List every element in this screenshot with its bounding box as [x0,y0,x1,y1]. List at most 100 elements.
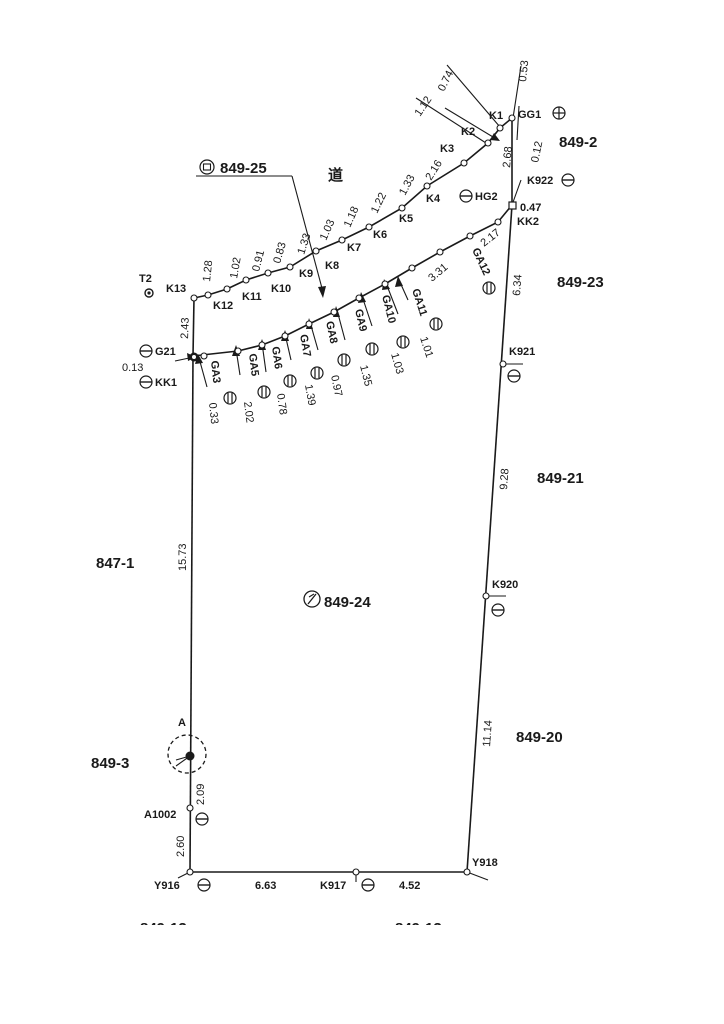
label-k4: K4 [426,193,441,205]
dim-r-928: 9.28 [498,468,511,490]
monument-ga7-icon [310,366,324,380]
monument-ga8-icon [337,353,351,367]
lot-849-2-label: 849-2 [559,134,597,151]
tick-k2 [415,97,487,144]
monument-ga6-icon [283,374,297,388]
vertex-a1002 [186,804,194,812]
tick-gg1 [516,105,520,141]
dim-ga-202: 2.02 [241,401,256,424]
label-k922: K922 [527,175,553,187]
lot-849-23-label: 849-23 [557,274,604,291]
dim-ga-103: 1.03 [388,352,405,376]
label-ga10: GA10 [379,294,398,325]
vertex-k4 [423,182,431,190]
dim-r-1114: 11.14 [481,720,495,747]
dim-ga-135: 1.35 [357,364,374,388]
label-k917: K917 [320,880,346,892]
lot-labels: 849-24 849-25 道 849-2 849-23 849-21 849-… [91,134,604,937]
vertex-ga7 [305,320,313,328]
label-gg1: GG1 [518,109,541,121]
boundary-kk1-k13 [192,297,195,357]
vertex-k1 [508,114,516,122]
label-ga9: GA9 [352,308,369,333]
dim-l-243: 2.43 [179,317,192,339]
label-k7: K7 [347,242,361,254]
point-a-dot [185,751,195,761]
leader-849-25 [196,175,326,298]
vertex-k920 [482,592,490,600]
label-k8: K8 [325,260,339,272]
dim-l-209: 2.09 [195,784,207,805]
dim-l-1573: 15.73 [177,543,189,571]
monuments [139,106,575,892]
dim-ga-331: 3.31 [426,261,450,284]
label-y918: Y918 [472,857,498,869]
label-ga3: GA3 [208,360,222,384]
dim-k-122: 1.22 [369,191,389,216]
vertex-k8 [312,247,320,255]
parcel-boundary [189,117,513,873]
lot-road-label: 849-25 [220,160,267,177]
dim-r-012: 0.12 [529,140,545,163]
monument-a1002-icon [195,812,209,826]
monument-ga11-icon [429,317,443,331]
point-labels: K1 K2 K3 K4 K5 K6 K7 K8 K9 K10 K11 K12 K… [139,109,553,892]
tick-k922 [511,179,522,206]
arrow-k2 [444,107,499,141]
monument-y916-icon [197,878,211,892]
point-a-marker [167,734,207,774]
lot-849-24-symbol-icon [303,590,321,608]
label-k1: K1 [489,110,503,122]
vertex-k921 [499,360,507,368]
dim-ga-033: 0.33 [206,402,220,425]
cut-off-lot-labels: 849-13 849-13 [140,920,442,937]
dim-k-216: 2.16 [423,158,445,183]
label-g21: G21 [155,346,176,358]
label-y916: Y916 [154,880,180,892]
vertex-k13 [190,294,198,302]
monument-ga10-icon [396,335,410,349]
monument-ga12-icon [482,281,496,295]
vertex-k2 [484,139,492,147]
label-ga8: GA8 [323,320,339,345]
dim-r-268: 2.68 [501,146,515,168]
distance-labels: 0.74 0.53 1.12 2.16 1.33 1.22 1.18 1.03 … [122,60,545,892]
vertex-k3 [460,159,468,167]
dim-k-102: 1.02 [228,256,244,279]
vertex-k12b [204,291,212,299]
vertex-ga8 [330,308,338,316]
vertex-ga11a [436,248,444,256]
monument-hg2-icon [459,189,473,203]
label-kk1: KK1 [155,377,177,389]
vertex-k10 [264,269,272,277]
label-k920: K920 [492,579,518,591]
lot-847-1-label: 847-1 [96,555,134,572]
monument-k920-icon [491,603,505,617]
label-a1002: A1002 [144,809,176,821]
label-hg2: HG2 [475,191,498,203]
monument-k917-icon [361,878,375,892]
tick-k1b [512,65,522,119]
dim-k-083: 0.83 [271,241,288,265]
boundary-east [466,204,513,873]
label-k5: K5 [399,213,413,225]
label-ga6: GA6 [269,346,284,370]
label-ga12: GA12 [469,246,492,277]
label-ga5: GA5 [246,353,261,377]
road-char-label: 道 [328,166,343,184]
vertex-ga5 [258,341,266,349]
label-t2: T2 [139,273,152,285]
cut-lot-left: 849-13 [140,920,187,937]
lot-main-label: 849-24 [324,594,371,611]
dim-ga-097: 0.97 [328,374,344,397]
monument-g21-icon [139,344,153,358]
arrowhead-k2 [490,133,500,141]
dim-b-663: 6.63 [255,880,276,892]
boundary-west [189,355,194,873]
vertex-k9 [286,263,294,271]
dim-k-103: 1.03 [318,218,338,242]
label-k6: K6 [373,229,387,241]
vertex-t2-dot [147,291,151,295]
dim-k-118: 1.18 [342,205,362,229]
monument-ga3-icon [223,391,237,405]
